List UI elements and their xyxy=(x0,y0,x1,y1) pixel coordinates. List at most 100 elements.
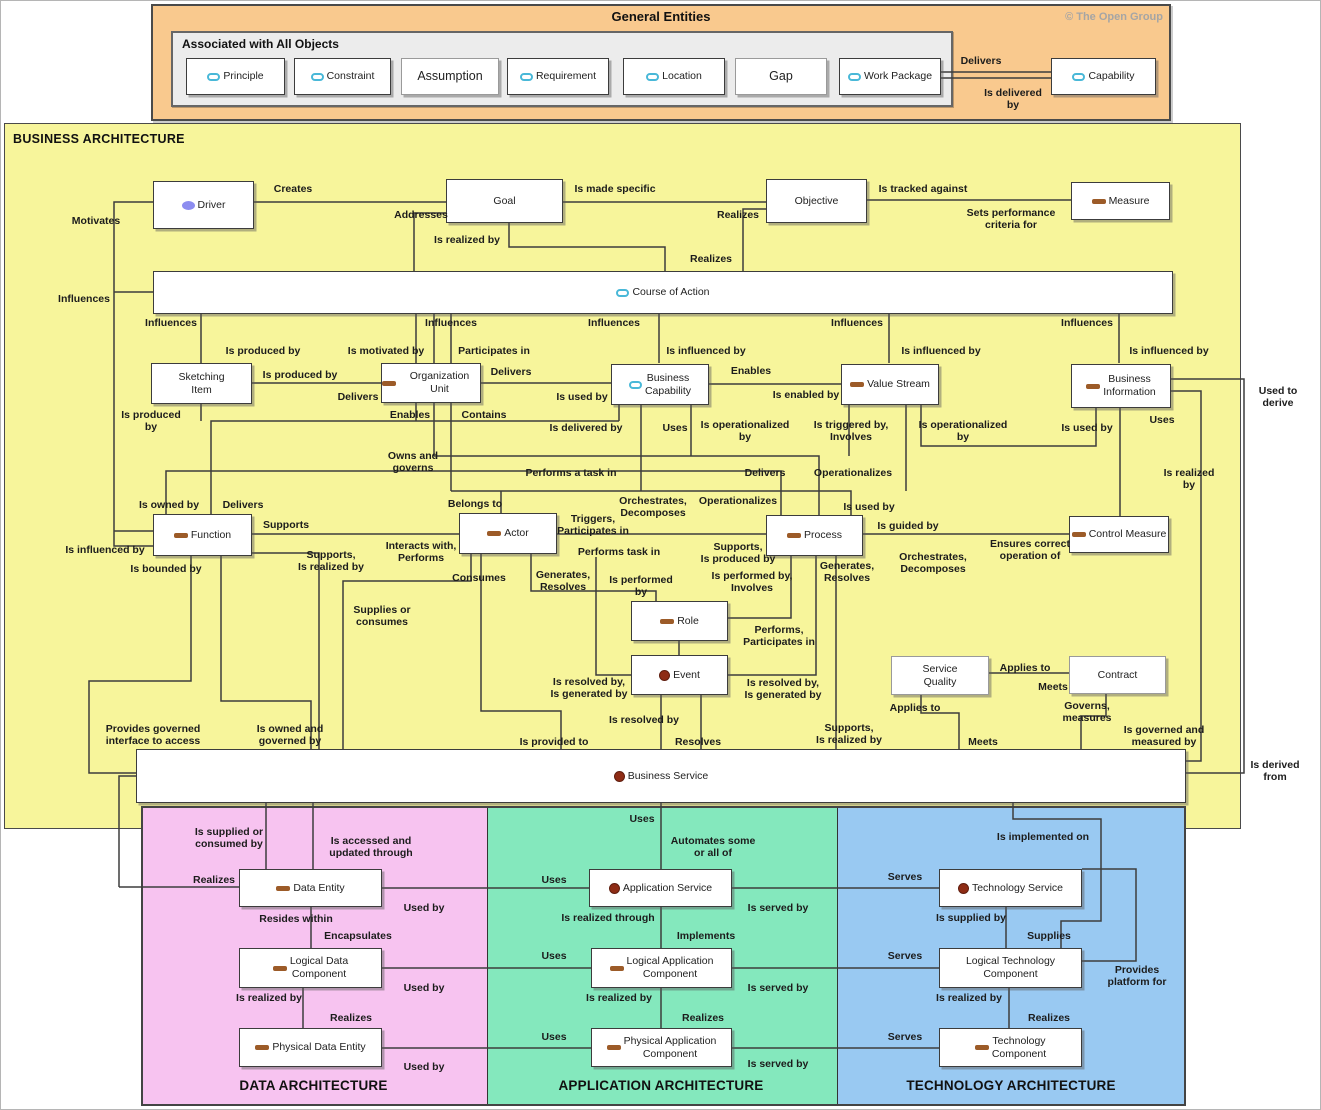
edge-label: Supports, Is produced by xyxy=(700,540,776,565)
edge-label: Orchestrates, Decomposes xyxy=(619,494,687,519)
node-event: Event xyxy=(631,655,728,695)
bar-icon xyxy=(606,1045,621,1050)
node-technology-component: Technology Component xyxy=(939,1028,1082,1067)
bar-icon xyxy=(255,1045,270,1050)
edge-label: Is operationalized by xyxy=(918,418,1008,443)
node-label: Objective xyxy=(794,194,839,207)
edge-label: Influences xyxy=(588,316,640,329)
data-architecture-title: DATA ARCHITECTURE xyxy=(239,1078,388,1093)
node-label: Contract xyxy=(1097,668,1138,681)
edge-label: Is produced by xyxy=(225,344,301,357)
node-label: Gap xyxy=(769,69,793,83)
edge-label: Automates some or all of xyxy=(670,834,756,859)
edge-label: Encapsulates xyxy=(324,929,392,942)
node-label: Business Information xyxy=(1103,373,1156,398)
technology-architecture-title: TECHNOLOGY ARCHITECTURE xyxy=(906,1078,1116,1093)
node-goal: Goal xyxy=(446,179,563,223)
edge-label: Used by xyxy=(403,901,445,914)
node-label: Logical Technology Component xyxy=(965,955,1056,980)
node-application-service: Application Service xyxy=(589,869,732,907)
roundrect-icon xyxy=(646,72,660,81)
edge-label: Operationalizes xyxy=(698,494,778,507)
edge-label: Motivates xyxy=(71,214,121,227)
node-label: Logical Data Component xyxy=(289,955,349,980)
node-label: Application Service xyxy=(622,881,713,894)
edge-label: Serves xyxy=(887,1030,923,1043)
edge-label: Is provided to xyxy=(519,735,589,748)
roundrect-icon xyxy=(616,288,630,297)
edge-label: Applies to xyxy=(889,701,941,714)
bar-icon xyxy=(609,965,624,971)
circle-icon xyxy=(659,669,671,681)
edge-label: Is tracked against xyxy=(878,182,968,195)
edge-label: Realizes xyxy=(192,873,236,886)
edge-label: Influences xyxy=(831,316,883,329)
edge-label: Is derived from xyxy=(1250,758,1300,783)
edge-label: Enables xyxy=(389,408,431,421)
edge-label: Influences xyxy=(145,316,197,329)
edge-label: Is made specific xyxy=(574,182,656,195)
bar-icon xyxy=(382,380,396,386)
edge-label: Sets performance criteria for xyxy=(966,206,1056,231)
node-label: Business Capability xyxy=(644,371,692,397)
roundrect-icon xyxy=(628,380,642,389)
bar-icon xyxy=(1091,198,1106,204)
roundrect-icon xyxy=(207,72,221,81)
node-business-information: Business Information xyxy=(1071,364,1171,408)
edge-label: Serves xyxy=(887,870,923,883)
node-value-stream: Value Stream xyxy=(841,364,939,405)
edge-label: Is enabled by xyxy=(772,388,840,401)
edge-label: Supports, Is realized by xyxy=(816,721,882,746)
edge-label: Is motivated by xyxy=(347,344,425,357)
edge-label: Is performed by, Involves xyxy=(711,569,793,594)
edge-label: Is influenced by xyxy=(1129,344,1209,357)
edge-label: Is used by xyxy=(1061,421,1113,434)
edge-label: Is realized by xyxy=(586,991,652,1004)
edge-label: Generates, Resolves xyxy=(819,559,875,584)
edge-label: Is realized by xyxy=(936,991,1002,1004)
node-label: Role xyxy=(677,614,699,627)
edge-label: Realizes xyxy=(1027,1011,1071,1024)
node-location: Location xyxy=(623,58,725,95)
edge-label: Performs task in xyxy=(577,545,661,558)
edge-label: Is influenced by xyxy=(666,344,746,357)
edge-label: Provides governed interface to access xyxy=(105,722,201,747)
node-label: Location xyxy=(662,70,702,83)
node-physical-data-entity: Physical Data Entity xyxy=(239,1028,382,1067)
node-label: Data Entity xyxy=(293,881,345,894)
edge-label: Uses xyxy=(1149,413,1175,426)
edge-label: Participates in xyxy=(458,344,530,357)
edge-label: Delivers xyxy=(490,365,532,378)
bar-icon xyxy=(173,532,188,538)
node-label: Assumption xyxy=(417,69,483,83)
edge-label: Uses xyxy=(541,873,567,886)
node-label: Constraint xyxy=(326,70,375,83)
node-constraint: Constraint xyxy=(294,58,391,95)
node-label: Capability xyxy=(1088,70,1135,83)
edge-label: Operationalizes xyxy=(813,466,893,479)
bar-icon xyxy=(272,965,287,971)
edge-label: Addresses xyxy=(394,208,448,221)
edge-label: Meets xyxy=(1038,680,1068,693)
node-work-package: Work Package xyxy=(839,58,941,95)
node-label: Actor xyxy=(504,527,529,540)
edge-label: Delivers xyxy=(337,390,379,403)
edge-label: Is supplied by xyxy=(935,911,1007,924)
node-objective: Objective xyxy=(766,179,867,223)
bar-icon xyxy=(1071,532,1086,537)
edge-label: Realizes xyxy=(681,1011,725,1024)
edge-label: Is used by xyxy=(843,500,895,513)
roundrect-icon xyxy=(310,72,324,81)
edge-label: Uses xyxy=(541,949,567,962)
edge-label: Influences xyxy=(58,292,110,305)
node-label: Driver xyxy=(197,198,226,211)
circle-icon xyxy=(957,882,969,894)
edge-label: Is realized by xyxy=(434,233,500,246)
node-organization-unit: Organization Unit xyxy=(381,363,481,403)
node-label: Control Measure xyxy=(1088,528,1167,541)
edge-label: Uses xyxy=(662,421,688,434)
node-label: Work Package xyxy=(863,70,933,83)
edge-label: Resolves xyxy=(674,735,722,748)
edge-label: Is resolved by, Is generated by xyxy=(550,675,628,700)
